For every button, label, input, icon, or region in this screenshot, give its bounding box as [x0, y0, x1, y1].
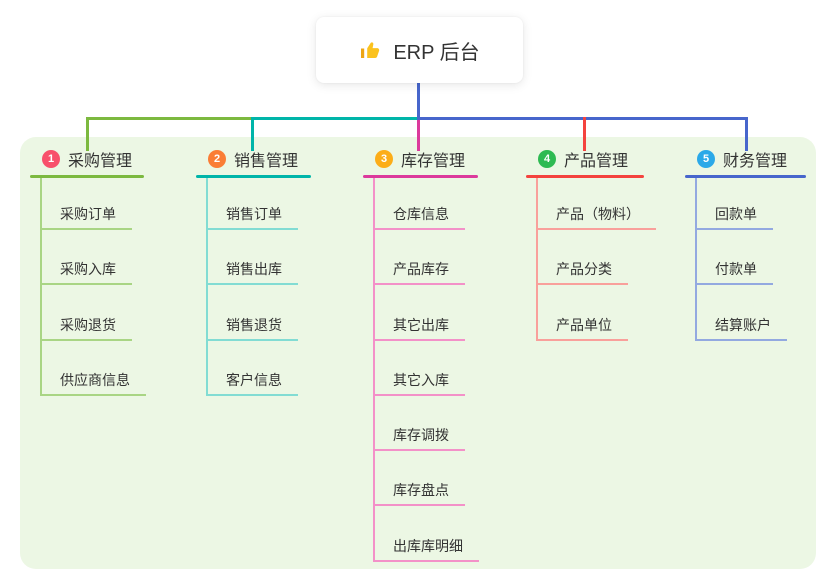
branch-underline — [196, 175, 311, 178]
child-node[interactable]: 结算账户 — [697, 285, 787, 341]
background-panel — [20, 137, 816, 569]
child-node-label: 结算账户 — [715, 316, 771, 333]
root-node-label: ERP 后台 — [393, 41, 480, 64]
child-node-label: 产品分类 — [556, 261, 612, 278]
branch-underline — [685, 175, 806, 178]
branch-title: 库存管理 — [401, 153, 466, 170]
child-node[interactable]: 客户信息 — [208, 341, 298, 396]
branch-children: 销售订单 销售出库 销售退货 客户信息 — [206, 178, 298, 396]
branch-title: 采购管理 — [68, 153, 133, 170]
child-node-label: 采购退货 — [60, 316, 116, 333]
child-node[interactable]: 回款单 — [697, 178, 773, 230]
branch-children: 回款单 付款单 结算账户 — [695, 178, 787, 341]
child-node-label: 客户信息 — [226, 371, 282, 388]
child-node-label: 出库库明细 — [393, 537, 463, 554]
child-node[interactable]: 销售出库 — [208, 230, 298, 286]
branch-number-badge: 2 — [208, 150, 226, 168]
child-node[interactable]: 供应商信息 — [42, 341, 146, 396]
connector-branch1-drop — [86, 117, 89, 151]
child-node[interactable]: 产品（物料） — [538, 178, 656, 230]
branch-number-badge: 4 — [538, 150, 556, 168]
branch-node[interactable]: 2 销售管理 — [208, 148, 298, 170]
connector-branch2-drop — [251, 117, 254, 151]
child-node[interactable]: 付款单 — [697, 230, 773, 286]
child-node[interactable]: 库存调拨 — [375, 396, 465, 452]
branch-node[interactable]: 5 财务管理 — [697, 148, 787, 170]
child-node[interactable]: 库存盘点 — [375, 451, 465, 507]
branch-node[interactable]: 3 库存管理 — [375, 148, 465, 170]
branch-children: 采购订单 采购入库 采购退货 供应商信息 — [40, 178, 146, 396]
child-node-label: 销售退货 — [226, 316, 282, 333]
branch-number-badge: 1 — [42, 150, 60, 168]
connector-branch3-drop — [417, 120, 420, 151]
child-node-label: 产品单位 — [556, 316, 612, 333]
child-node-label: 供应商信息 — [60, 371, 130, 388]
child-node[interactable]: 产品库存 — [375, 230, 465, 286]
child-node[interactable]: 其它出库 — [375, 285, 465, 341]
child-node-label: 采购订单 — [60, 206, 116, 222]
child-node-label: 销售订单 — [226, 206, 282, 222]
child-node[interactable]: 采购入库 — [42, 230, 132, 286]
child-node-label: 产品（物料） — [556, 206, 640, 222]
child-node-label: 回款单 — [715, 206, 757, 222]
branch-title: 销售管理 — [234, 153, 299, 170]
child-node-label: 付款单 — [715, 261, 757, 278]
branch-children: 产品（物料） 产品分类 产品单位 — [536, 178, 656, 341]
connector-branch5-drop — [745, 117, 748, 151]
connector-branch2-horizontal — [251, 117, 420, 120]
branch-underline — [30, 175, 144, 178]
child-node[interactable]: 销售退货 — [208, 285, 298, 341]
child-node-label: 销售出库 — [226, 261, 282, 278]
branch-children: 仓库信息 产品库存 其它出库 其它入库 库存调拨 库存盘点 出库库明细 — [373, 178, 479, 562]
child-node-label: 库存调拨 — [393, 427, 449, 444]
child-node-label: 产品库存 — [393, 261, 449, 278]
thumbs-up-icon — [359, 38, 383, 62]
connector-branch4-drop — [583, 117, 586, 151]
root-node[interactable]: ERP 后台 — [316, 17, 523, 83]
branch-underline — [526, 175, 644, 178]
child-node[interactable]: 其它入库 — [375, 341, 465, 396]
child-node[interactable]: 采购订单 — [42, 178, 132, 230]
branch-number-badge: 3 — [375, 150, 393, 168]
branch-underline — [363, 175, 478, 178]
connector-root-vertical — [417, 83, 420, 118]
child-node-label: 其它入库 — [393, 371, 449, 388]
child-node[interactable]: 产品分类 — [538, 230, 628, 286]
connector-branch1-horizontal — [86, 117, 252, 120]
child-node[interactable]: 销售订单 — [208, 178, 298, 230]
child-node[interactable]: 产品单位 — [538, 285, 628, 341]
branch-node[interactable]: 4 产品管理 — [538, 148, 628, 170]
connector-branch5-horizontal — [417, 117, 748, 120]
child-node-label: 库存盘点 — [393, 482, 449, 499]
child-node[interactable]: 出库库明细 — [375, 506, 479, 562]
branch-title: 财务管理 — [723, 153, 788, 170]
child-node[interactable]: 采购退货 — [42, 285, 132, 341]
branch-title: 产品管理 — [564, 153, 629, 170]
child-node-label: 仓库信息 — [393, 206, 449, 222]
child-node[interactable]: 仓库信息 — [375, 178, 465, 230]
branch-number-badge: 5 — [697, 150, 715, 168]
child-node-label: 采购入库 — [60, 261, 116, 278]
branch-node[interactable]: 1 采购管理 — [42, 148, 132, 170]
child-node-label: 其它出库 — [393, 316, 449, 333]
